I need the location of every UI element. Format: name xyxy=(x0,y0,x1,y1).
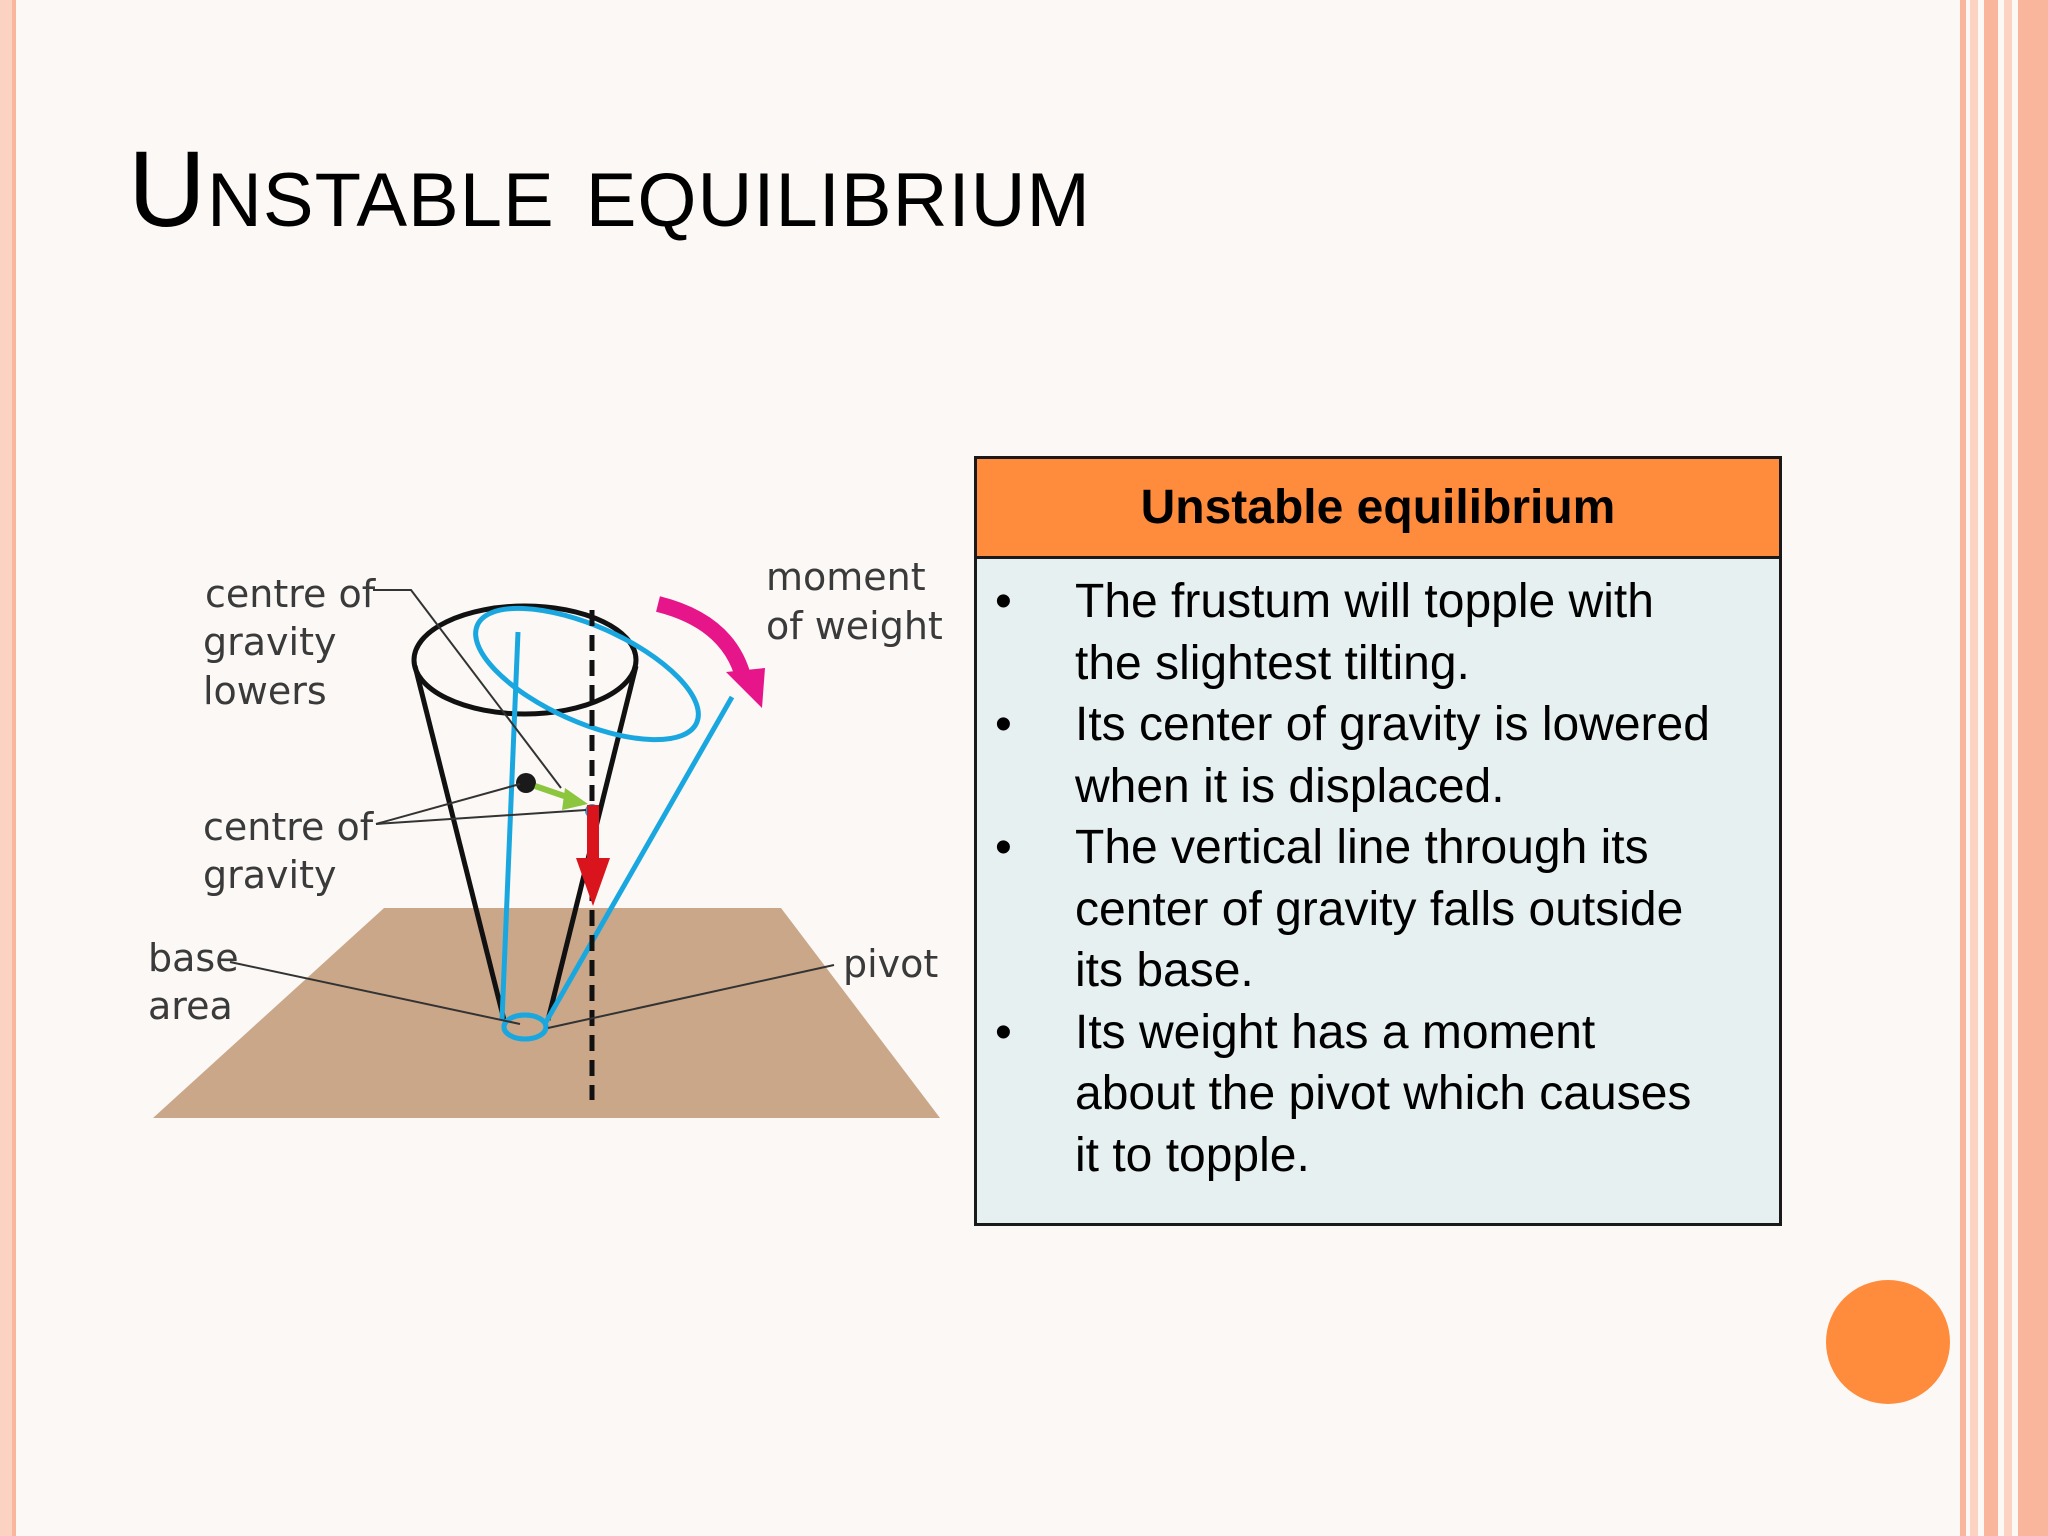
label-cg-lowers: gravity xyxy=(203,620,336,664)
bullet: • xyxy=(995,821,1012,874)
frustum-diagram: centre of gravity lowers moment of weigh… xyxy=(148,555,943,1118)
border-stripe xyxy=(1960,0,1966,1536)
label-cg: centre of xyxy=(203,805,375,849)
left-border-stripe xyxy=(0,0,12,1536)
base-area xyxy=(501,1012,549,1042)
label-base-area: area xyxy=(148,984,233,1028)
info-box: Unstable equilibrium • The frustum will … xyxy=(974,456,1782,1226)
cg-original-dot xyxy=(516,773,536,793)
label-cg-lowers: lowers xyxy=(203,669,327,713)
weight-arrowhead xyxy=(576,858,610,906)
list-item: • The frustum will topple with the sligh… xyxy=(995,571,1759,694)
upright-frustum xyxy=(411,603,639,1021)
border-stripe xyxy=(2018,0,2048,1536)
list-item-line: The frustum will topple with xyxy=(1075,575,1654,628)
moment-arrowhead xyxy=(726,668,765,708)
list-item-line: center of gravity falls outside xyxy=(1075,882,1684,936)
border-stripe xyxy=(1984,0,1998,1536)
weight-arrow-shaft xyxy=(587,805,599,863)
list-item-line: The vertical line through its xyxy=(1075,821,1649,874)
list-item-line: its base. xyxy=(1075,944,1254,997)
list-item-line: Its weight has a moment xyxy=(1075,1005,1596,1059)
list-item-text: The vertical line through its center of … xyxy=(1075,817,1683,1002)
list-item: • Its weight has a moment about the pivo… xyxy=(995,1002,1759,1187)
label-cg-lowers: centre of xyxy=(205,572,377,616)
list-item: • The vertical line through its center o… xyxy=(995,817,1759,1002)
label-pivot: pivot xyxy=(843,942,938,986)
ground-plane xyxy=(153,908,940,1118)
bullet: • xyxy=(995,575,1012,628)
list-item-line: the slightest tilting. xyxy=(1075,636,1470,690)
bullet: • xyxy=(995,698,1012,751)
bullet: • xyxy=(995,1005,1012,1059)
info-list: • The frustum will topple with the sligh… xyxy=(977,559,1779,1186)
list-item-line: it to topple. xyxy=(1075,1128,1310,1182)
border-stripe xyxy=(1970,0,1978,1536)
list-item: • Its center of gravity is lowered when … xyxy=(995,694,1759,817)
list-item-line: about the pivot which causes xyxy=(1075,1067,1692,1120)
list-item-text: Its center of gravity is lowered when it… xyxy=(1075,694,1710,817)
list-item-line: Its center of gravity is lowered xyxy=(1075,698,1710,751)
label-moment: of weight xyxy=(766,604,943,648)
label-moment: moment xyxy=(766,555,926,599)
border-stripe xyxy=(2004,0,2012,1536)
left-border-stripe xyxy=(12,0,16,1536)
cg-shift-arrowhead xyxy=(562,788,588,810)
leader-lines xyxy=(229,589,835,1029)
list-item-text: Its weight has a moment about the pivot … xyxy=(1075,1002,1691,1187)
label-cg: gravity xyxy=(203,853,336,897)
moment-arrow xyxy=(655,596,752,683)
decorative-circle xyxy=(1826,1280,1950,1404)
list-item-text: The frustum will topple with the slighte… xyxy=(1075,571,1654,694)
list-item-line: when it is displaced. xyxy=(1075,759,1505,813)
tilted-frustum xyxy=(473,605,735,1042)
info-box-header: Unstable equilibrium xyxy=(977,459,1779,559)
slide-title: Unstable equilibrium xyxy=(128,128,1091,249)
label-base-area: base xyxy=(148,936,239,980)
